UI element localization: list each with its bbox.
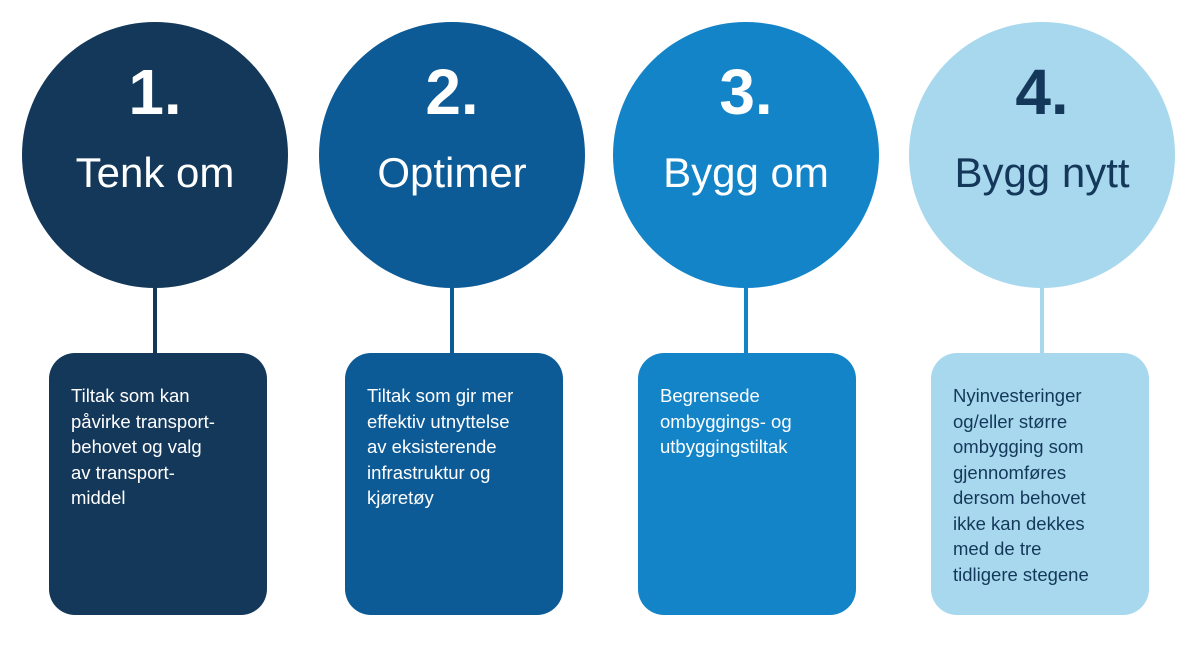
step-4-description-line: gjennomføres	[953, 461, 1067, 483]
step-2-connector	[450, 286, 454, 356]
step-2-number: 2.	[425, 56, 479, 128]
step-1-description-line: av transport-	[71, 461, 175, 483]
step-4-description-line: tidligere stegene	[953, 563, 1089, 585]
step-4-number: 4.	[1015, 56, 1069, 128]
step-1-number: 1.	[128, 56, 182, 128]
step-4: 4. Bygg nytt Nyinvesteringer og/eller st…	[909, 0, 1179, 653]
step-3-description-line: Begrensede	[660, 385, 760, 406]
step-4-title: Bygg nytt	[954, 149, 1130, 196]
step-2-description-line: infrastruktur og	[367, 461, 491, 483]
step-2-description-box: Tiltak som gir mer effektiv utnyttelse a…	[345, 353, 563, 615]
step-1-description-line: påvirke transport-	[71, 410, 215, 432]
step-4-connector	[1040, 286, 1044, 356]
step-4-description-line: Nyinvesteringer	[953, 385, 1082, 406]
step-1-connector	[153, 286, 157, 356]
step-4-description-line: ombygging som	[953, 436, 1084, 457]
step-4-circle: 4. Bygg nytt	[909, 22, 1175, 288]
step-3-number: 3.	[719, 56, 773, 128]
step-1-circle: 1. Tenk om	[22, 22, 288, 288]
step-1-description-line: middel	[71, 487, 126, 508]
step-2-circle: 2. Optimer	[319, 22, 585, 288]
step-1: 1. Tenk om Tiltak som kan påvirke transp…	[22, 0, 292, 653]
step-1-description-box: Tiltak som kan påvirke transport- behove…	[49, 353, 267, 615]
step-3-connector	[744, 286, 748, 356]
step-4-description-line: ikke kan dekkes	[953, 512, 1085, 534]
step-2-description-line: kjøretøy	[367, 487, 434, 508]
step-3: 3. Bygg om Begrensede ombyggings- og utb…	[613, 0, 883, 653]
step-1-description-line: Tiltak som kan	[71, 385, 190, 406]
step-3-title: Bygg om	[663, 149, 829, 196]
step-4-description-box: Nyinvesteringer og/eller større ombyggin…	[931, 353, 1149, 615]
step-4-description-line: og/eller større	[953, 410, 1068, 432]
step-2-description-line: effektiv utnyttelse	[367, 410, 510, 432]
step-2-title: Optimer	[377, 149, 527, 196]
step-3-circle: 3. Bygg om	[613, 22, 879, 288]
step-2-description-line: Tiltak som gir mer	[367, 385, 514, 406]
step-3-description-line: ombyggings- og	[660, 410, 792, 432]
step-3-description-line: utbyggingstiltak	[660, 436, 788, 457]
step-3-description-box: Begrensede ombyggings- og utbyggingstilt…	[638, 353, 856, 615]
step-4-description-line: med de tre	[953, 538, 1042, 559]
step-1-title: Tenk om	[75, 149, 235, 196]
step-4-description-line: dersom behovet	[953, 487, 1086, 508]
step-1-description-line: behovet og valg	[71, 436, 202, 457]
step-2-description-line: av eksisterende	[367, 436, 497, 457]
step-2: 2. Optimer Tiltak som gir mer effektiv u…	[319, 0, 589, 653]
